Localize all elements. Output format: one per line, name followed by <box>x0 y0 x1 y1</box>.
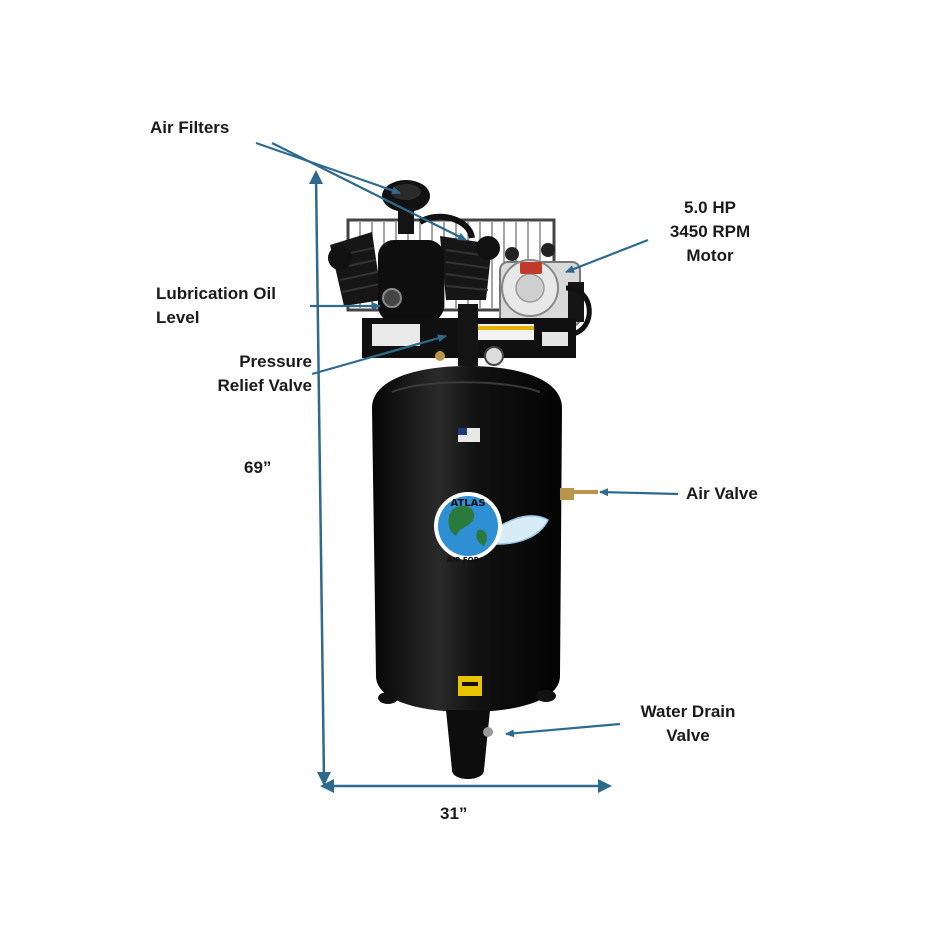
pressure-switch <box>458 304 478 366</box>
arrow-motor <box>565 238 649 274</box>
pressure-gauge <box>484 346 504 366</box>
label-relief-valve: Pressure Relief Valve <box>170 350 312 398</box>
leader-arrows <box>255 141 679 738</box>
label-air-filters: Air Filters <box>150 118 230 137</box>
arrow-air-valve <box>599 488 679 497</box>
label-relief-line2: Relief Valve <box>217 376 312 395</box>
label-lube-oil: Lubrication Oil Level <box>156 282 276 330</box>
arrow-air-filter-top <box>255 141 401 195</box>
crankcase <box>378 240 444 322</box>
drain-stand <box>446 710 490 779</box>
label-drain-line2: Valve <box>666 726 710 745</box>
label-lube-line1: Lubrication Oil <box>156 284 276 303</box>
label-motor-line2: 3450 RPM <box>669 222 751 241</box>
oil-sight-glass <box>382 288 402 308</box>
width-dimension-line <box>320 779 612 793</box>
air-filter-left <box>328 246 352 270</box>
label-drain-line1: Water Drain <box>640 702 736 721</box>
arrow-relief-valve <box>311 334 447 376</box>
brand-sub: AIR FORCE <box>447 556 489 564</box>
height-dimension-line <box>309 170 331 786</box>
label-motor: 5.0 HP 3450 RPM Motor <box>650 196 770 268</box>
arrow-air-filter-right <box>271 142 467 241</box>
label-air-valve: Air Valve <box>686 484 758 503</box>
air-filter-right <box>476 236 500 260</box>
label-relief-line1: Pressure <box>239 352 312 371</box>
label-motor-line3: Motor <box>686 246 734 265</box>
arrow-drain-valve <box>505 722 621 738</box>
label-height: 69” <box>244 458 272 477</box>
compressor-illustration: ATLAS AIR FORCE <box>328 180 598 779</box>
label-motor-line1: 5.0 HP <box>684 198 736 217</box>
atlas-logo: ATLAS AIR FORCE <box>434 492 549 564</box>
label-drain-valve: Water Drain Valve <box>620 700 756 748</box>
label-lube-line2: Level <box>156 308 200 327</box>
label-width: 31” <box>440 804 468 823</box>
brand-name: ATLAS <box>450 498 485 509</box>
air-valve-fitting <box>560 488 574 500</box>
